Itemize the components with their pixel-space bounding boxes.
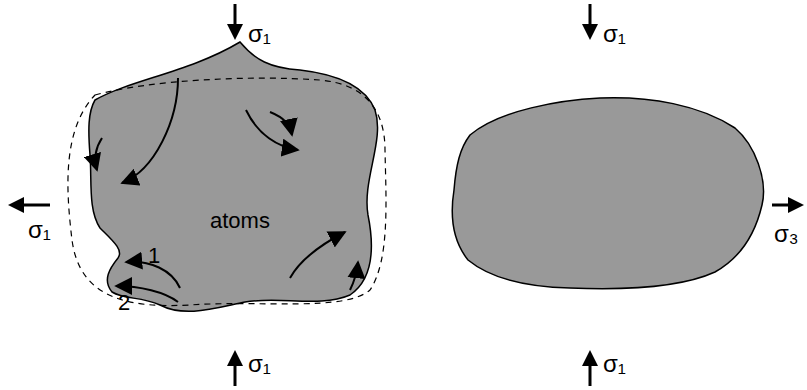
stress-label: σ₁ [603,22,626,46]
atom-flow-arrow [246,110,298,150]
stress-label: σ₃ [774,222,799,246]
callout-number: 1 [148,245,160,267]
grain: atoms [60,35,405,340]
atom-flow-arrow [290,232,345,278]
grain-outline [60,35,405,340]
deformed-grain [452,98,763,289]
stress-label: σ₁ [248,352,271,376]
original-grain [89,42,378,311]
atom-flow-arrow [122,78,178,183]
stress-label: σ₁ [248,22,271,46]
new-grain-outline [68,78,386,305]
atom-flow-arrow [270,112,292,135]
atoms-label: atoms [210,210,270,232]
atom-flow-arrow [350,262,358,290]
callout-number: 2 [118,292,130,314]
atom-flow-arrow [95,138,102,170]
stress-label: σ₁ [28,218,51,242]
stress-label: σ₁ [603,352,626,376]
